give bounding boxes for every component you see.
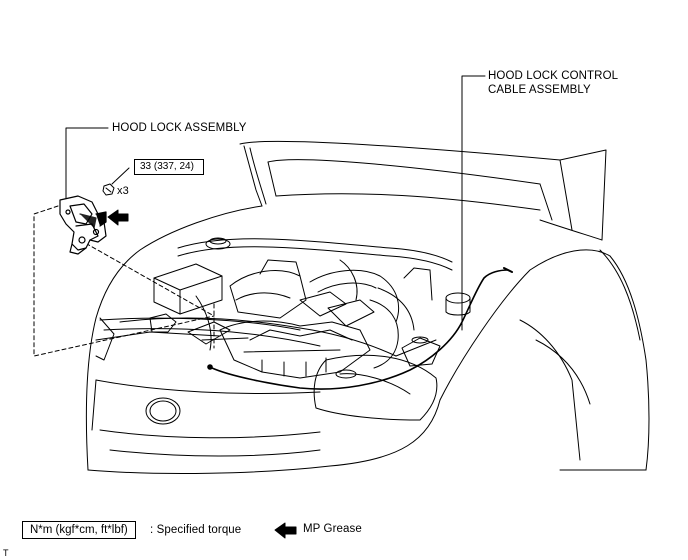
vehicle-body	[85, 205, 650, 474]
torque-spec-box: 33 (337, 24)	[134, 159, 204, 175]
raised-hood	[239, 140, 607, 241]
grease-legend-description: MP Grease	[303, 523, 362, 535]
torque-unit-legend-box: N*m (kgf*cm, ft*lbf)	[22, 521, 136, 539]
bolt-icon	[102, 183, 115, 196]
dashed-guide	[33, 205, 215, 357]
hood-lock-control-cable-label-line2: CABLE ASSEMBLY	[488, 84, 591, 96]
grease-arrow-icon	[107, 209, 129, 226]
engine-bay	[119, 237, 471, 379]
bolt-quantity-label: x3	[117, 185, 129, 197]
footer-mark: T	[3, 548, 9, 558]
hood-lock-part	[59, 195, 107, 255]
hood-lock-control-cable	[207, 267, 513, 390]
torque-legend-description: : Specified torque	[150, 524, 242, 536]
leader-lines	[65, 75, 486, 331]
hood-lock-assembly-label: HOOD LOCK ASSEMBLY	[112, 122, 247, 134]
left-arrow-icon	[274, 522, 297, 539]
hood-lock-control-cable-label-line1: HOOD LOCK CONTROL	[488, 70, 619, 82]
